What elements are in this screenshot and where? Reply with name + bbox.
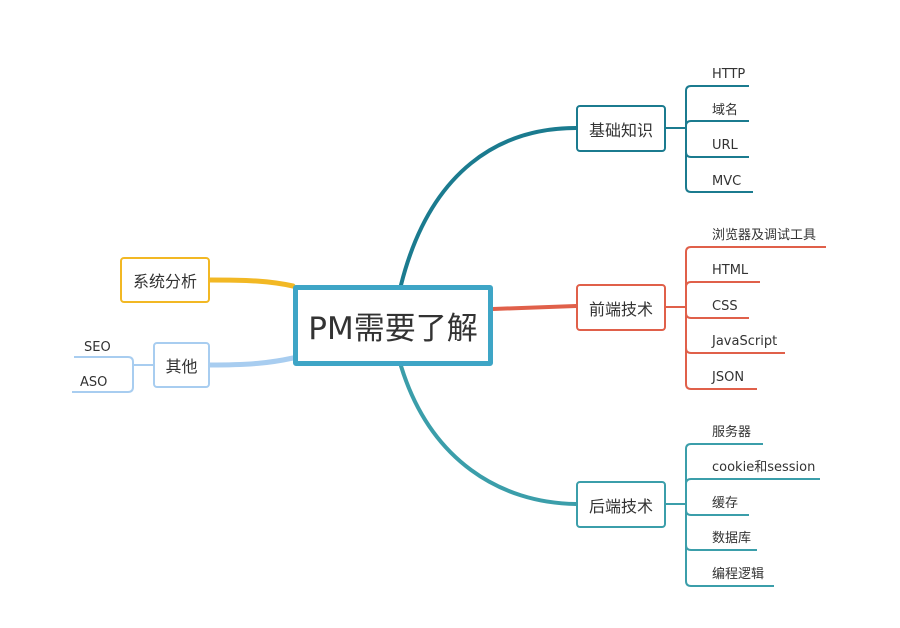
branch-system-analysis[interactable]: 系统分析 [120,257,210,303]
leaf-underline [685,151,749,158]
leaf-underline [685,383,757,390]
leaf-basics[interactable]: URL [712,138,738,153]
leaf-backend[interactable]: 缓存 [712,496,739,511]
leaf-other[interactable]: SEO [84,340,111,355]
branch-backend[interactable]: 后端技术 [576,481,666,528]
leaf-basics[interactable]: 域名 [712,103,739,118]
sub-connectors-basics [666,85,753,193]
leaf-underline [685,186,753,193]
sub-connectors-frontend [666,246,826,390]
branch-frontend[interactable]: 前端技术 [576,284,666,331]
leaf-underline [685,347,785,354]
leaf-underline [685,246,826,253]
sub-connectors-backend [666,443,820,587]
leaf-underline [74,356,134,363]
leaf-backend[interactable]: 编程逻辑 [712,567,765,582]
leaf-basics[interactable]: HTTP [712,67,746,82]
leaf-underline [72,386,134,393]
leaf-underline [685,580,774,587]
branch-other[interactable]: 其他 [153,342,210,388]
branch-basics[interactable]: 基础知识 [576,105,666,152]
leaf-backend[interactable]: 数据库 [712,531,752,546]
leaf-frontend[interactable]: JavaScript [712,334,778,349]
leaf-frontend[interactable]: JSON [712,370,745,385]
connector-other [207,355,296,368]
leaf-backend[interactable]: cookie和session [712,460,816,475]
leaf-frontend[interactable]: 浏览器及调试工具 [712,228,817,243]
connector-sysanalysis [207,277,296,289]
central-topic[interactable]: PM需要了解 [293,285,493,366]
connector-basics [399,126,578,287]
leaf-underline [685,312,749,319]
leaf-underline [685,120,749,127]
leaf-underline [685,509,749,516]
leaf-underline [685,544,757,551]
leaf-other[interactable]: ASO [80,375,108,390]
connector-backend [399,364,578,506]
leaf-underline [685,85,749,92]
leaf-backend[interactable]: 服务器 [712,425,752,440]
leaf-frontend[interactable]: HTML [712,263,749,278]
connector-frontend [491,304,578,311]
leaf-frontend[interactable]: CSS [712,299,738,314]
leaf-underline [685,478,820,485]
sub-connectors-other [72,356,153,393]
leaf-basics[interactable]: MVC [712,174,742,189]
leaf-underline [685,443,763,450]
leaf-underline [685,281,760,288]
